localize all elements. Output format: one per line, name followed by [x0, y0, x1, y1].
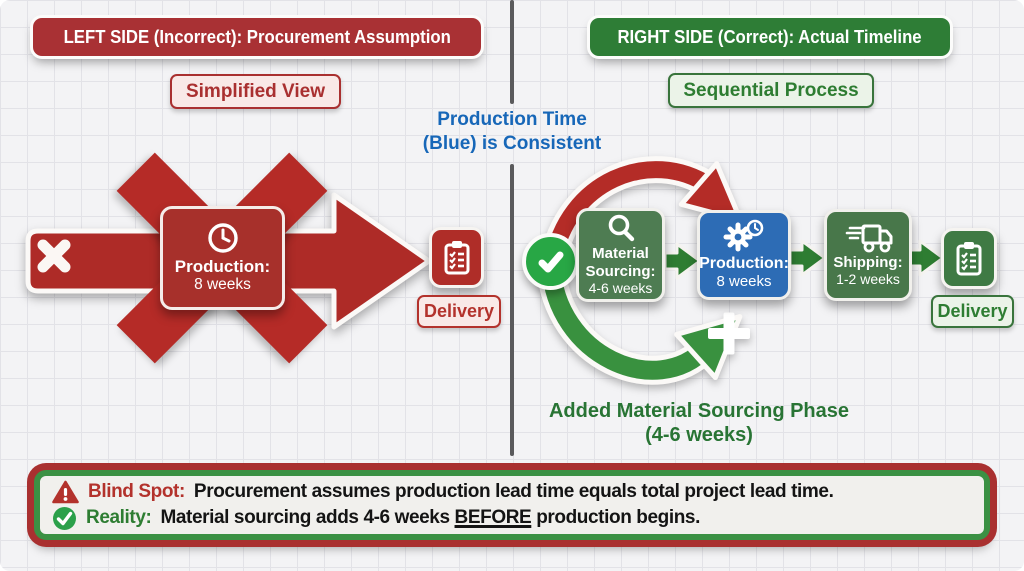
plus-icon [708, 312, 750, 355]
x-mark-icon [36, 238, 72, 279]
delivery-box-left [429, 227, 484, 288]
sequential-process-tag: Sequential Process [668, 73, 874, 108]
production-left-label: Production: [174, 256, 271, 276]
blind-spot-label: Blind Spot: [88, 480, 185, 502]
check-circle-icon [522, 233, 579, 290]
warning-icon [52, 480, 79, 503]
material-sourcing-box: Material Sourcing: 4-6 weeks [576, 208, 665, 302]
delivery-right-text: Delivery [937, 301, 1008, 321]
production-time-note: Production Time (Blue) is Consistent [400, 108, 624, 157]
gear-clock-icon [723, 219, 764, 252]
right-side-banner: RIGHT SIDE (Correct): Actual Timeline [590, 18, 950, 56]
production-left-value: 8 weeks [194, 276, 251, 294]
magnifier-icon [608, 215, 634, 242]
truck-icon [845, 224, 893, 253]
left-side-banner: LEFT SIDE (Incorrect): Procurement Assum… [33, 18, 481, 56]
blind-spot-text: Procurement assumes production lead time… [193, 480, 834, 502]
reality-text-before: Material sourcing adds 4-6 weeks [160, 507, 455, 528]
reality-row: Reality: Material sourcing adds 4-6 week… [52, 506, 984, 531]
added-sourcing-note: Added Material Sourcing Phase (4-6 weeks… [538, 399, 860, 448]
reality-text: Material sourcing adds 4-6 weeks BEFORE … [160, 507, 700, 529]
delivery-label-right: Delivery [931, 295, 1014, 328]
reality-label: Reality: [86, 507, 152, 528]
added-sourcing-note-line1: Added Material Sourcing Phase [548, 400, 850, 422]
production-box-right: Production: 8 weeks [697, 210, 791, 300]
shipping-label: Shipping: [833, 253, 903, 271]
delivery-left-text: Delivery [423, 301, 495, 321]
delivery-label-left: Delivery [417, 295, 501, 328]
clipboard-icon [956, 241, 982, 275]
material-sourcing-label-line1: Material [592, 245, 649, 263]
right-side-banner-label: RIGHT SIDE (Correct): Actual Timeline [617, 26, 923, 47]
production-time-note-line2: (Blue) is Consistent [422, 133, 602, 155]
check-circle-icon [53, 506, 76, 530]
shipping-box: Shipping: 1-2 weeks [824, 209, 912, 301]
connector-arrow [906, 239, 945, 277]
clipboard-icon [444, 240, 469, 274]
clock-icon [207, 223, 238, 253]
simplified-view-tag: Simplified View [170, 74, 341, 109]
delivery-box-right [941, 228, 997, 289]
connector-arrow [788, 239, 827, 277]
divider-line [510, 0, 514, 104]
summary-banner: Blind Spot: Procurement assumes producti… [34, 470, 990, 540]
production-time-note-line1: Production Time [437, 109, 587, 130]
divider-line [510, 164, 514, 456]
sequential-process-label: Sequential Process [683, 79, 859, 101]
left-side-banner-label: LEFT SIDE (Incorrect): Procurement Assum… [63, 26, 451, 47]
reality-text-underline: BEFORE [454, 507, 532, 528]
shipping-value: 1-2 weeks [836, 271, 900, 288]
simplified-view-label: Simplified View [185, 80, 326, 102]
reality-text-after: production begins. [531, 507, 700, 528]
added-sourcing-note-line2: (4-6 weeks) [645, 424, 753, 447]
production-box-left: Production: 8 weeks [160, 206, 285, 310]
production-right-value: 8 weeks [716, 273, 772, 291]
connector-arrow [663, 242, 702, 280]
blind-spot-row: Blind Spot: Procurement assumes producti… [52, 480, 984, 504]
production-right-label: Production: [699, 254, 789, 272]
material-sourcing-value: 4-6 weeks [588, 279, 653, 296]
material-sourcing-label-line2: Sourcing: [585, 262, 656, 280]
